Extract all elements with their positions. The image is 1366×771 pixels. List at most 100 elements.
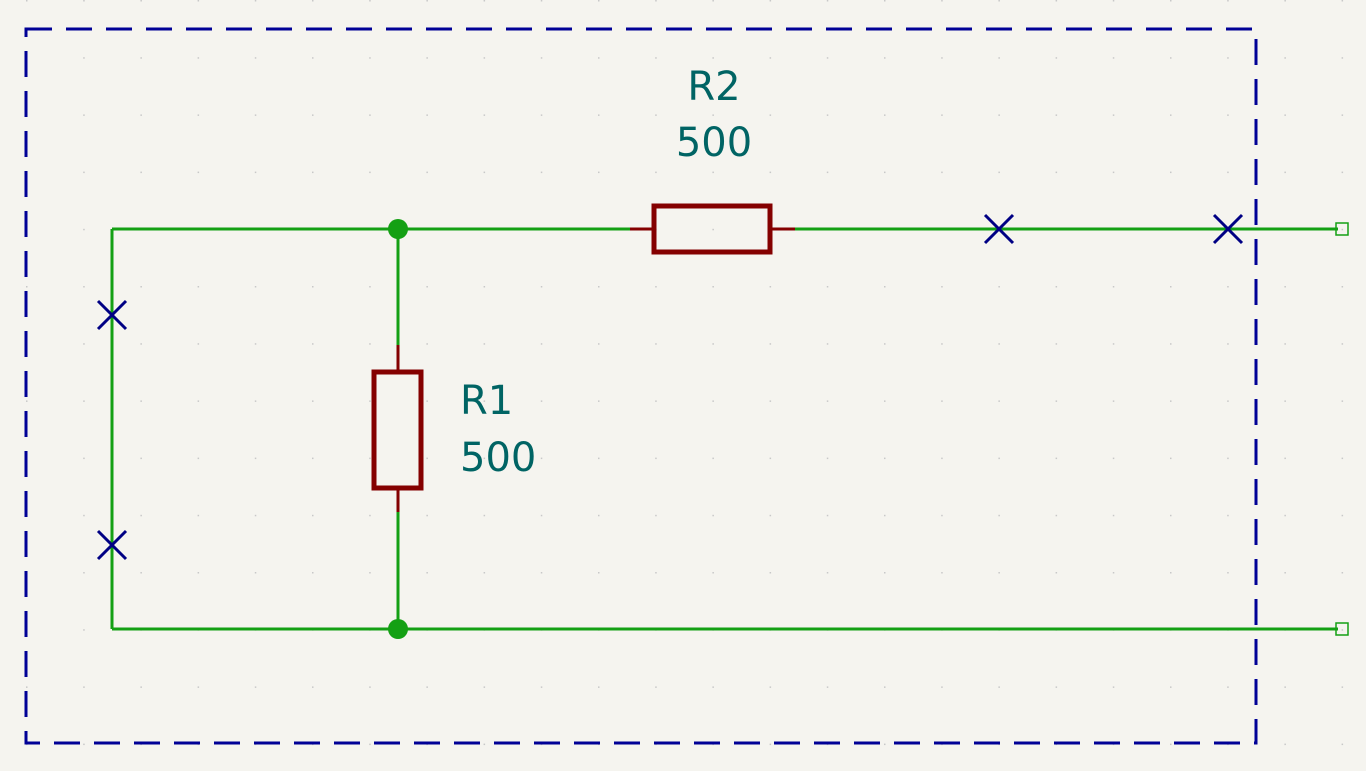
grid-dot <box>83 343 85 345</box>
grid-dot <box>1341 457 1344 460</box>
grid-dot <box>1055 343 1058 345</box>
grid-dot <box>426 686 428 688</box>
grid-dot <box>83 286 85 288</box>
grid-dot <box>769 572 772 574</box>
resistor-r1[interactable] <box>371 345 424 512</box>
grid-dot <box>884 114 886 116</box>
grid-dot <box>540 457 543 460</box>
r1-reference-label[interactable]: R1 <box>460 378 513 424</box>
grid-dot <box>1227 686 1229 688</box>
grid-dot <box>941 343 943 345</box>
grid-dot <box>598 57 600 59</box>
grid-dot <box>26 286 28 288</box>
grid-dot <box>998 400 1000 402</box>
grid-dot <box>426 572 428 574</box>
grid-dot <box>140 286 142 288</box>
grid-dot <box>1341 114 1344 116</box>
no-connect-icon[interactable] <box>983 213 1015 245</box>
grid-dot <box>1055 57 1058 59</box>
wires <box>110 227 1338 631</box>
grid-dot <box>998 171 1000 174</box>
grid-dot <box>655 457 657 460</box>
grid-dot <box>712 343 714 345</box>
grid-dot <box>598 171 600 174</box>
grid-dot <box>884 514 886 517</box>
grid-dot <box>826 686 829 688</box>
grid-dot <box>483 572 486 574</box>
grid-dot <box>826 0 829 2</box>
grid-dot <box>1227 286 1229 288</box>
grid-dot <box>254 57 257 59</box>
grid-dot <box>884 171 886 174</box>
grid-dot <box>712 572 714 574</box>
grid-dot <box>254 686 257 688</box>
grid-dot <box>197 514 200 517</box>
grid-dot <box>540 57 543 59</box>
grid-dot <box>1341 228 1344 231</box>
grid-dot <box>540 171 543 174</box>
grid-dot <box>1112 0 1115 2</box>
grid-dot <box>1284 743 1286 746</box>
grid-dot <box>83 457 85 460</box>
grid-dot <box>369 171 371 174</box>
no-connect-icon[interactable] <box>96 299 128 331</box>
grid-dot <box>712 228 714 231</box>
grid-dot <box>197 400 200 402</box>
grid-dot <box>426 400 428 402</box>
grid-dot <box>884 686 886 688</box>
grid-dot <box>941 400 943 402</box>
grid-dot <box>197 343 200 345</box>
grid-dot <box>1341 57 1344 59</box>
grid-dot <box>1284 572 1286 574</box>
no-connect-icon[interactable] <box>96 529 128 561</box>
grid-dot <box>1227 171 1229 174</box>
grid-dot <box>826 514 829 517</box>
grid-dot <box>598 286 600 288</box>
grid-dot <box>826 343 829 345</box>
sheet-border <box>24 27 1258 745</box>
grid-dot <box>312 114 314 116</box>
grid-dot <box>884 400 886 402</box>
grid-dot <box>1170 57 1172 59</box>
grid-dot <box>712 457 714 460</box>
grid-dot <box>712 57 714 59</box>
grid-dot <box>998 0 1000 2</box>
grid-dot <box>369 686 371 688</box>
grid-dot <box>254 343 257 345</box>
grid-dot <box>941 572 943 574</box>
grid-dot <box>254 0 257 2</box>
r2-reference-label[interactable]: R2 <box>687 64 740 110</box>
grid-dot <box>998 57 1000 59</box>
grid-dot <box>769 400 772 402</box>
grid-dot <box>1341 686 1344 688</box>
grid-dot <box>83 171 85 174</box>
grid-dot <box>1227 400 1229 402</box>
grid-dot <box>1170 743 1172 746</box>
grid-dot <box>826 286 829 288</box>
grid-dot <box>712 686 714 688</box>
grid-dot <box>655 514 657 517</box>
grid-dot <box>884 57 886 59</box>
grid-dot <box>197 686 200 688</box>
grid-dot <box>426 171 428 174</box>
grid-dot <box>540 114 543 116</box>
grid-dot <box>197 57 200 59</box>
grid-dot <box>140 114 142 116</box>
grid-dot <box>26 0 28 2</box>
grid-dot <box>369 400 371 402</box>
grid-dot <box>540 0 543 2</box>
grid-dot <box>312 457 314 460</box>
grid-dot <box>941 57 943 59</box>
grid-dot <box>1170 572 1172 574</box>
r2-value-label[interactable]: 500 <box>676 120 752 166</box>
grid-dot <box>1170 114 1172 116</box>
r1-value-label[interactable]: 500 <box>460 435 536 481</box>
grid-dot <box>426 286 428 288</box>
grid-dot <box>483 0 486 2</box>
grid-dot <box>1112 514 1115 517</box>
grid-dot <box>769 686 772 688</box>
no-connect-icon[interactable] <box>1212 213 1244 245</box>
grid-dot <box>426 0 428 2</box>
resistor-r2[interactable] <box>630 203 795 255</box>
